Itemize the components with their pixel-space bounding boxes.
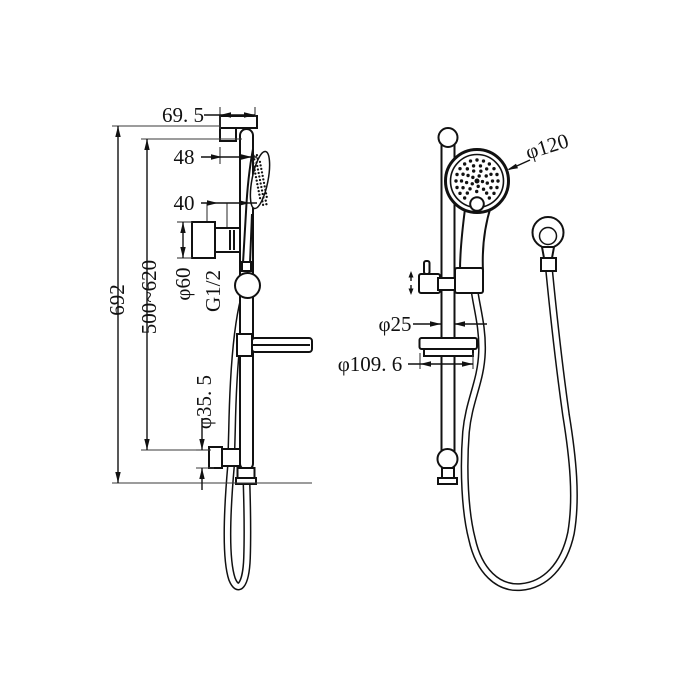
shower-hose-front: [460, 265, 578, 592]
dim-label-rail-diameter: φ25: [378, 312, 411, 336]
dim-label-overall-height: 692: [105, 284, 129, 316]
dim-label-thread-size: G1/2: [201, 270, 225, 312]
dim-label-bracket-diameter: φ35. 5: [192, 375, 216, 429]
dim-bracket-diameter: φ35. 5: [192, 375, 216, 490]
dim-label-inlet-width: 40: [174, 191, 195, 215]
dim-overall-height: 692: [105, 126, 129, 483]
dim-label-soap-dish-diameter: φ109. 6: [338, 352, 403, 376]
handset-handle: [458, 204, 493, 272]
slide-rail-front: [436, 127, 459, 485]
hose-ring-inner: [538, 226, 558, 246]
dim-adjustable-range: 500~620: [137, 139, 161, 450]
dim-rail-offset: 48: [174, 145, 257, 169]
side-view: [191, 115, 313, 591]
mode-button: [469, 196, 485, 212]
dim-flange-diameter: φ60: [171, 222, 195, 301]
soap-dish-front: [418, 337, 478, 357]
soap-dish-side: [236, 333, 313, 357]
slider-bracket-front: [418, 260, 484, 294]
rail-bottom-cap: [436, 448, 459, 470]
hand-shower-side: [234, 148, 271, 299]
wall-outlet-elbow: [531, 216, 565, 272]
dim-label-flange-diameter: φ60: [171, 267, 195, 300]
front-view: [408, 127, 578, 592]
spray-nozzles: [454, 158, 500, 200]
rail-top-cap: [437, 127, 459, 148]
slider-stem-side: [241, 261, 252, 272]
dim-label-wall-offset: 69. 5: [162, 103, 204, 127]
dim-wall-offset: 69. 5: [162, 103, 255, 127]
spray-dots-side: [252, 154, 268, 206]
dim-soap-dish-diameter: φ109. 6: [338, 352, 473, 376]
dim-handset-diameter: φ120: [507, 128, 572, 171]
bottom-wall-bracket-side: [208, 446, 241, 469]
slider-knob-side: [234, 272, 261, 299]
dim-label-adjustable-range: 500~620: [137, 260, 161, 334]
shower-hose-side: [223, 295, 252, 591]
water-inlet-elbow: [191, 221, 241, 259]
dimension-annotations: 692 500~620 69. 5 48 40: [105, 103, 571, 490]
slide-direction-arrows: [408, 271, 414, 295]
dim-rail-diameter: φ25: [378, 312, 487, 336]
dim-label-rail-offset: 48: [174, 145, 195, 169]
dim-inlet-width: 40: [174, 191, 257, 215]
slider-lever: [423, 260, 431, 275]
dim-thread-size: G1/2: [201, 270, 225, 312]
dim-label-handset-diameter: φ120: [523, 128, 572, 164]
handset-front: [444, 148, 510, 272]
